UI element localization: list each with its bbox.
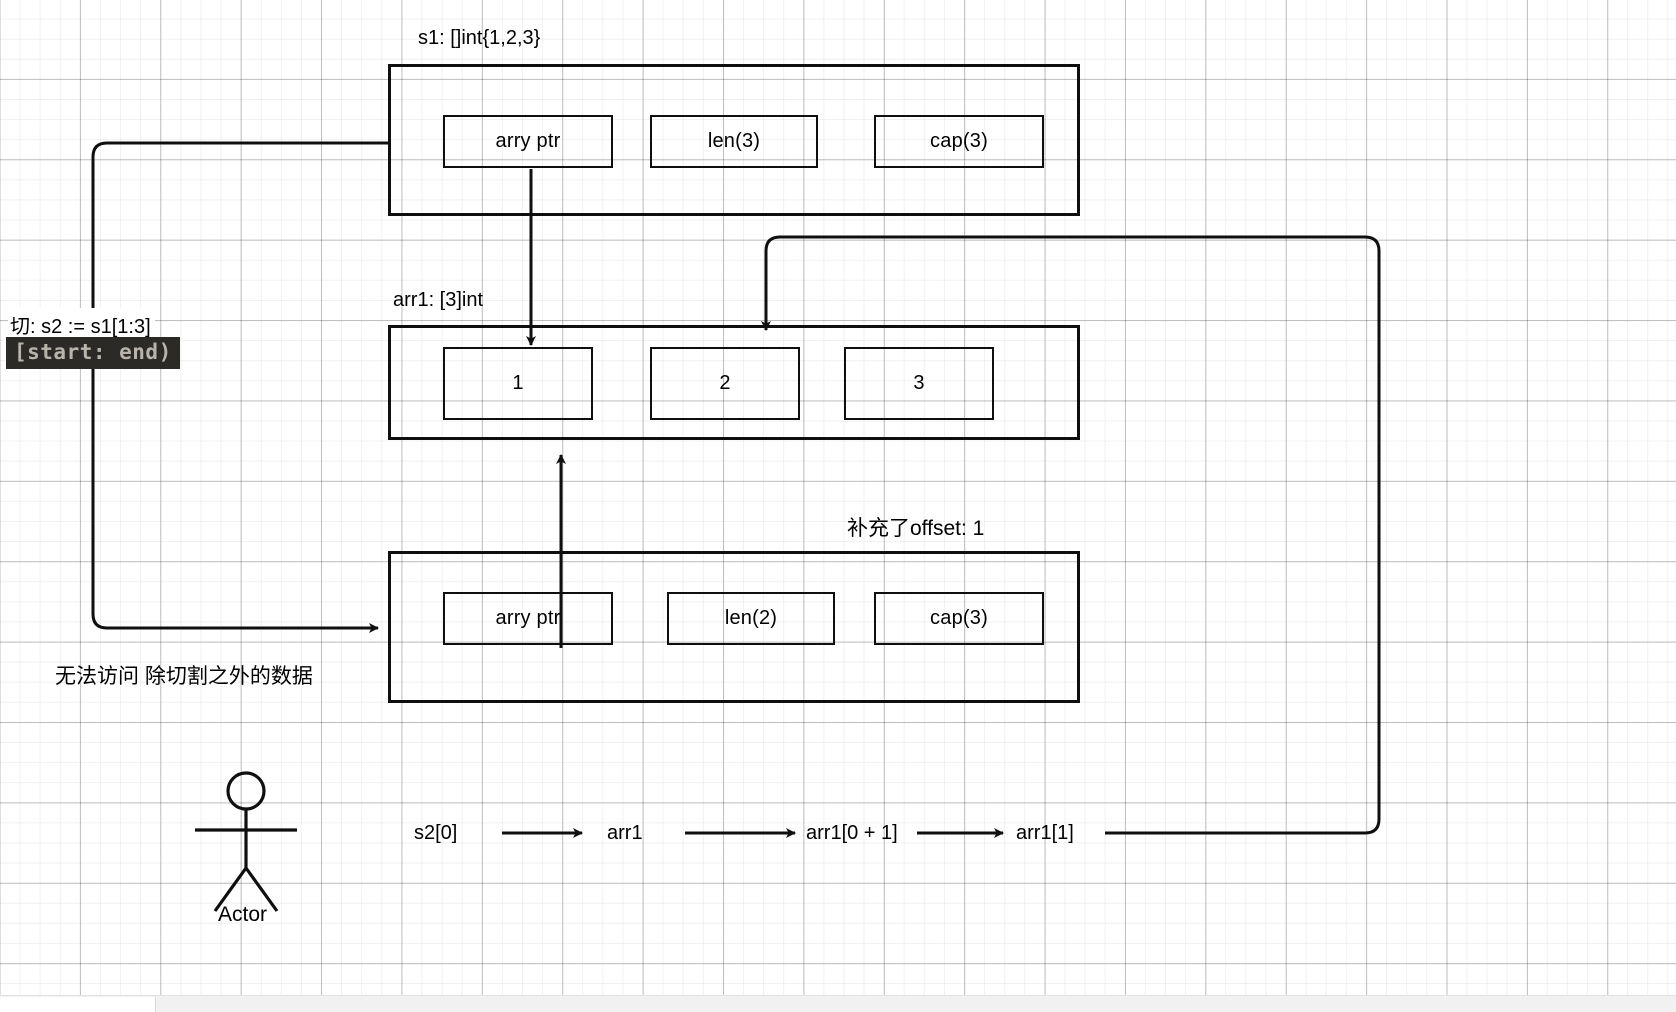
access-restriction-note: 无法访问 除切割之外的数据 xyxy=(55,665,313,688)
horizontal-scrollbar-thumb[interactable] xyxy=(0,997,156,1012)
s2-struct-box[interactable] xyxy=(388,551,1080,703)
s2-field-cap[interactable]: cap(3) xyxy=(874,592,1044,645)
actor-label: Actor xyxy=(218,903,268,926)
offset-note-label: 补充了offset: 1 xyxy=(847,517,985,540)
chain-label-s2-0: s2[0] xyxy=(414,822,458,844)
arr1-element-1[interactable]: 2 xyxy=(650,347,800,420)
s1-title-label: s1: []int{1,2,3} xyxy=(418,27,541,49)
edge-s1-to-s2-left-route xyxy=(91,141,389,633)
s1-field-arry-ptr[interactable]: arry ptr xyxy=(443,115,613,168)
actor-figure xyxy=(195,771,297,912)
s1-field-len[interactable]: len(3) xyxy=(650,115,818,168)
arr1-element-0[interactable]: 1 xyxy=(443,347,593,420)
s2-field-arry-ptr[interactable]: arry ptr xyxy=(443,592,613,645)
arr1-element-2[interactable]: 3 xyxy=(844,347,994,420)
s1-field-cap[interactable]: cap(3) xyxy=(874,115,1044,168)
horizontal-scrollbar[interactable] xyxy=(0,995,1676,1012)
s1-struct-box[interactable] xyxy=(388,64,1080,216)
s2-field-len[interactable]: len(2) xyxy=(667,592,835,645)
arr1-title-label: arr1: [3]int xyxy=(393,289,484,311)
slice-range-chip: [start: end) xyxy=(6,337,180,369)
chain-label-arr1-offset: arr1[0 + 1] xyxy=(806,822,898,844)
slice-expression-label: 切: s2 := s1[1:3] xyxy=(8,308,155,341)
chain-label-arr1-1: arr1[1] xyxy=(1016,822,1074,844)
arr1-array-box[interactable] xyxy=(388,325,1080,440)
chain-label-arr1: arr1 xyxy=(607,822,643,844)
